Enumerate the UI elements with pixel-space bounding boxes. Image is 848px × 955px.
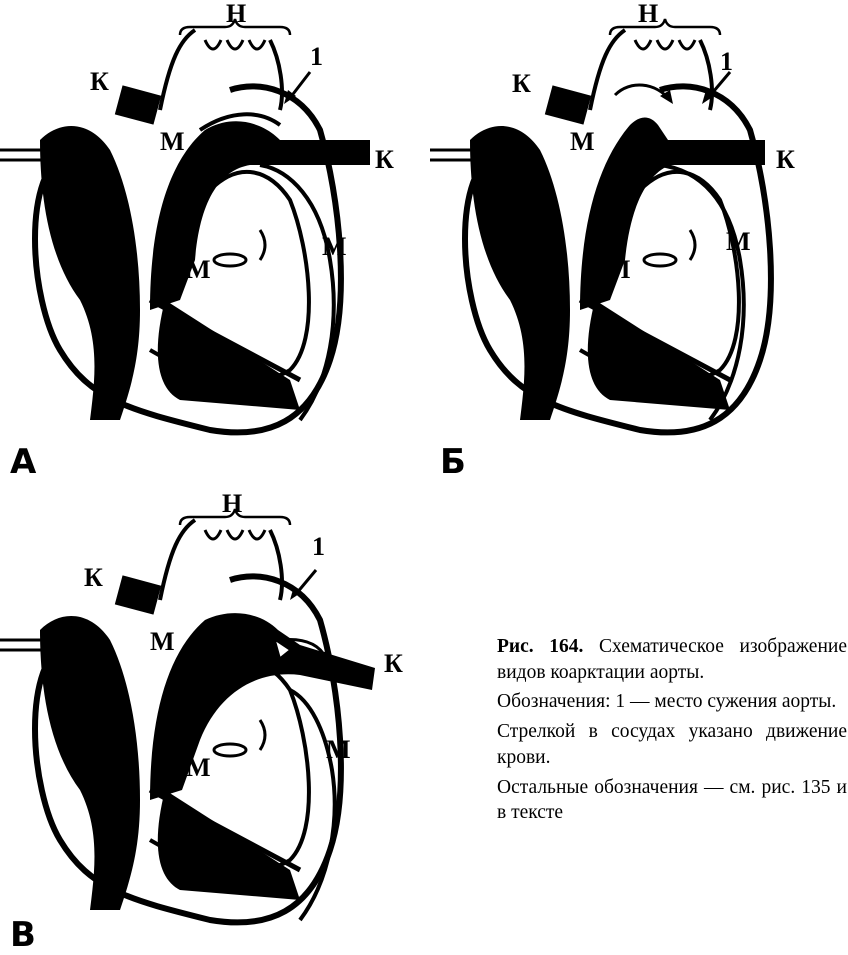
label-m-left: М <box>570 127 595 156</box>
panel-v: Н 1 К М К М М В <box>0 490 420 952</box>
label-m-right: М <box>726 227 751 256</box>
label-m-left: М <box>150 627 175 656</box>
caption-title-text: Схематическое изображение видов коарктац… <box>497 636 847 683</box>
heart-diagram-a: Н 1 К М К М М <box>0 0 394 440</box>
label-m-right: М <box>326 735 351 764</box>
caption-line-2: Стрелкой в сосудах указано движение кров… <box>497 721 847 768</box>
label-m-right: М <box>322 232 347 261</box>
label-n: Н <box>226 0 246 28</box>
label-k-top: К <box>512 69 531 98</box>
panel-letter-b: Б <box>440 442 466 482</box>
label-1: 1 <box>720 47 733 76</box>
label-m-center: М <box>186 255 211 284</box>
heart-diagram-b: Н 1 К М К М М <box>430 0 795 440</box>
label-k-top: К <box>84 563 103 592</box>
label-k-right: К <box>776 145 795 174</box>
heart-diagram-v: Н 1 К М К М М <box>0 490 403 930</box>
label-n: Н <box>222 490 242 518</box>
label-m-center: М <box>186 753 211 782</box>
panel-a: Н 1 К М К М М А <box>0 0 400 479</box>
panel-b: Н 1 К М К М М Б <box>430 0 830 479</box>
label-1: 1 <box>310 42 323 71</box>
figure-caption: Рис. 164. Схематическое изображение видо… <box>497 634 847 830</box>
panel-letter-a: А <box>10 442 37 482</box>
figure-number: Рис. 164. <box>497 636 584 657</box>
label-m-left: М <box>160 127 185 156</box>
label-1: 1 <box>312 532 325 561</box>
label-k-top: К <box>90 67 109 96</box>
caption-line-1: Обозначения: 1 — место сужения аорты. <box>497 691 837 713</box>
label-k-right: К <box>384 649 403 678</box>
label-m-center: М <box>606 255 631 284</box>
label-n: Н <box>638 0 658 28</box>
caption-title: Рис. 164. Схематическое изображение видо… <box>497 634 847 685</box>
caption-line-3: Остальные обозначения — см. рис. 135 и в… <box>497 776 847 824</box>
panel-letter-v: В <box>10 915 36 955</box>
label-k-right: К <box>375 145 394 174</box>
